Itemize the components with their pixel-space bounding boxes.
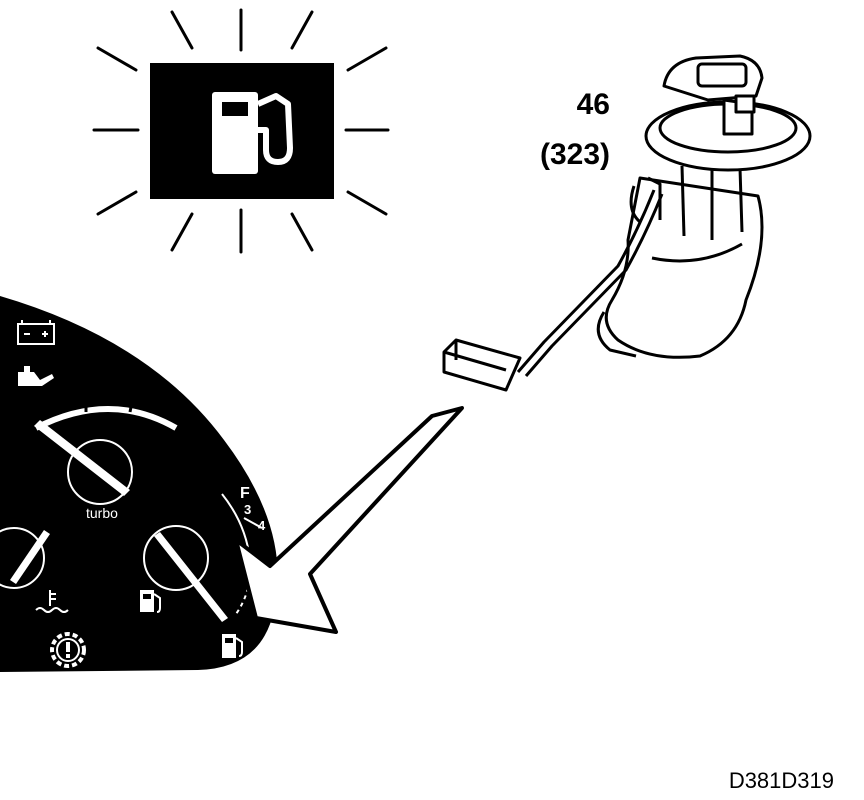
- pointer-arrow: [234, 406, 464, 634]
- fuel-three-quarter-denominator: 4: [258, 518, 266, 533]
- fuel-three-quarter-numerator: 3: [244, 502, 251, 517]
- drawing-id-label: D381D319: [728, 768, 834, 793]
- fuel-pump-icon: [222, 634, 243, 658]
- battery-icon: [17, 320, 55, 345]
- fuel-pump-icon: [140, 590, 161, 613]
- oil-can-icon: [18, 366, 54, 386]
- part-subnumber-label: (323): [539, 138, 610, 171]
- part-number-label: 46: [576, 88, 610, 121]
- turbo-label: turbo: [86, 505, 118, 521]
- fuel-pump-sender-unit: [442, 54, 812, 392]
- fuel-full-label: F: [240, 485, 250, 502]
- fuel-warning-lamp-icon: [92, 8, 390, 254]
- instrument-cluster: turbo F 3 4: [0, 296, 278, 672]
- warning-gear-icon: [50, 632, 86, 668]
- coolant-temp-icon: [35, 590, 69, 613]
